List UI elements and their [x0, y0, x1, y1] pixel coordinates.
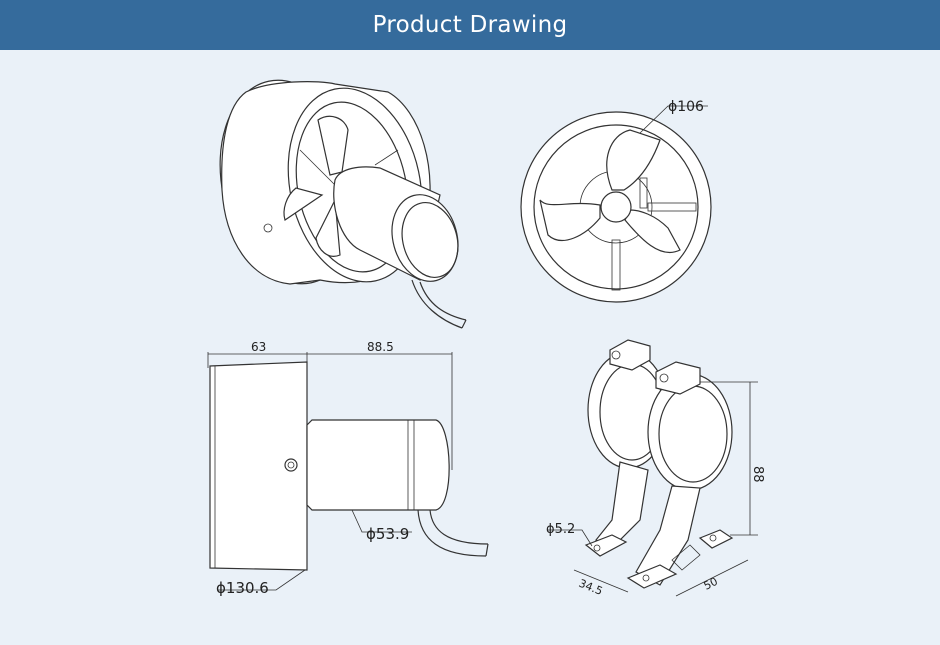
dim-bracket-hole: ϕ5.2 [546, 522, 575, 537]
dim-motor-diameter: ϕ53.9 [366, 525, 409, 543]
header-bar: Product Drawing [0, 0, 940, 50]
dim-housing-diameter: ϕ130.6 [216, 579, 269, 597]
page-title: Product Drawing [372, 12, 568, 38]
dim-bracket-depth: 34.5 [577, 577, 605, 598]
dim-front-diameter: ϕ106 [668, 99, 704, 115]
dim-length-b: 88.5 [367, 340, 394, 354]
side-view: 63 88.5 ϕ53.9 ϕ130.6 [207, 340, 489, 597]
dim-length-a: 63 [251, 340, 266, 354]
dim-bracket-width: 50 [702, 575, 720, 593]
bracket-view: 88 34.5 50 ϕ5.2 [546, 339, 765, 598]
isometric-view [219, 79, 467, 329]
front-view: ϕ106 [520, 99, 712, 303]
product-drawing: ϕ106 63 88.5 ϕ53.9 ϕ130.6 [207, 79, 765, 598]
dim-bracket-height: 88 [750, 466, 765, 483]
